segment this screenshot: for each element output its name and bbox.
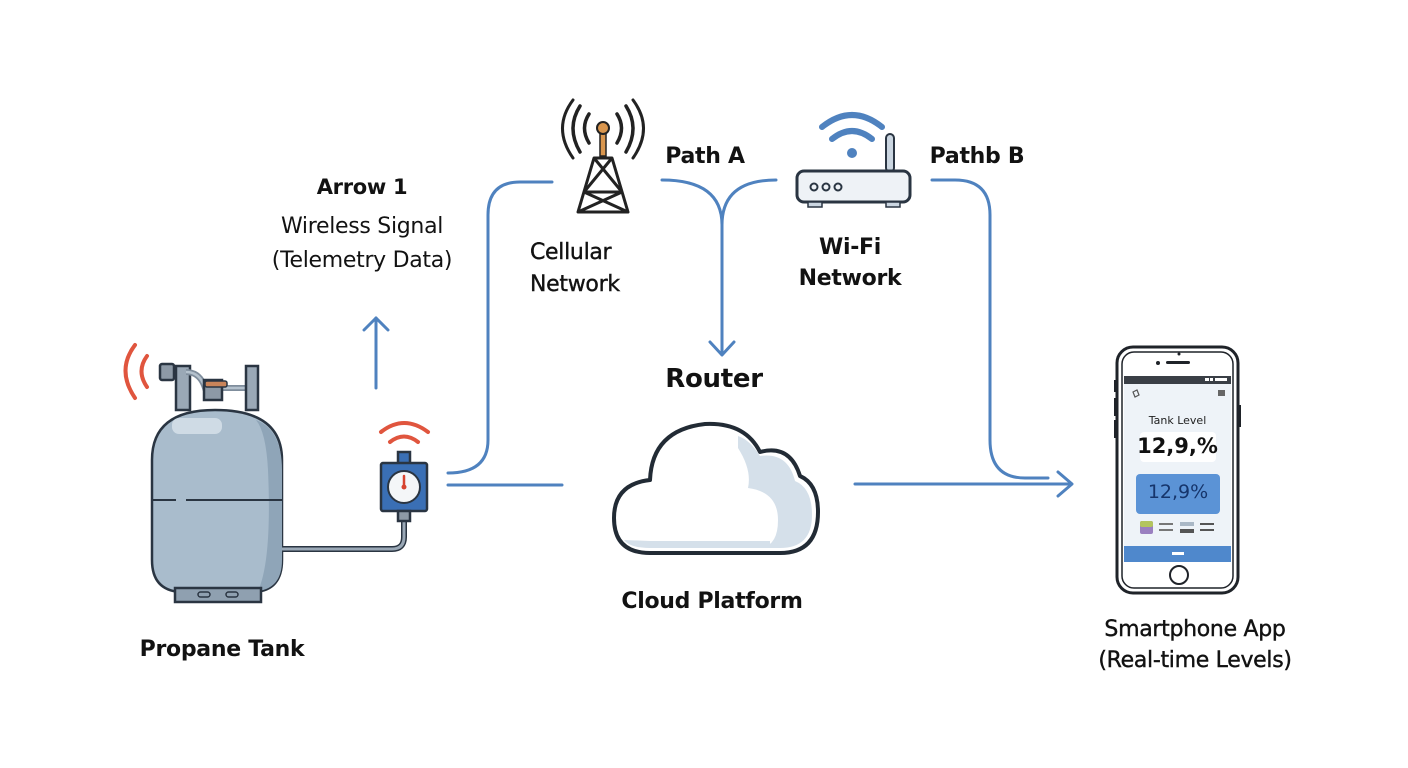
sensor-gauge-icon [379,421,430,523]
arrow-1-title: Arrow 1 [316,175,408,199]
wifi-signal-icon [819,112,885,142]
tank-signal-icon [123,343,149,400]
connector-path-a-merge [660,178,778,354]
arrow-1-label-line2: (Telemetry Data) [271,248,453,273]
wifi-label-line1: Wi-Fi [818,235,881,260]
connector-path-b [930,178,1050,480]
propane-tank-icon [123,343,407,604]
smartphone-label-line2: (Real-time Levels) [1098,648,1292,673]
cloud-icon [612,421,820,555]
path-a-label: Path A [665,144,745,169]
cellular-label-line2: Network [530,272,620,297]
wifi-label-line2: Network [798,266,902,291]
propane-tank-label: Propane Tank [139,637,305,662]
arrow-1-up [362,316,390,390]
wifi-router-icon [795,112,912,208]
connector-path-a-arrowhead [708,340,736,357]
router-label: Router [665,364,763,394]
phone-tank-level-heading: Tank Level [1148,414,1207,427]
connector-sensor-to-cellular [446,180,554,475]
cloud-platform-label: Cloud Platform [621,589,803,614]
phone-tank-level-value: 12,9,% [1137,434,1218,458]
arrow-1-label-line1: Wireless Signal [280,214,444,239]
sensor-signal-icon [379,421,430,444]
path-b-label: Pathb B [929,144,1025,169]
smartphone-label-line1: Smartphone App [1104,617,1286,642]
arrowhead-to-phone [1056,470,1074,498]
cellular-label-line1: Cellular [530,240,612,265]
cellular-tower-icon [561,98,645,214]
phone-tank-level-value-secondary: 12,9% [1147,481,1209,503]
smartphone-icon [1114,345,1241,595]
